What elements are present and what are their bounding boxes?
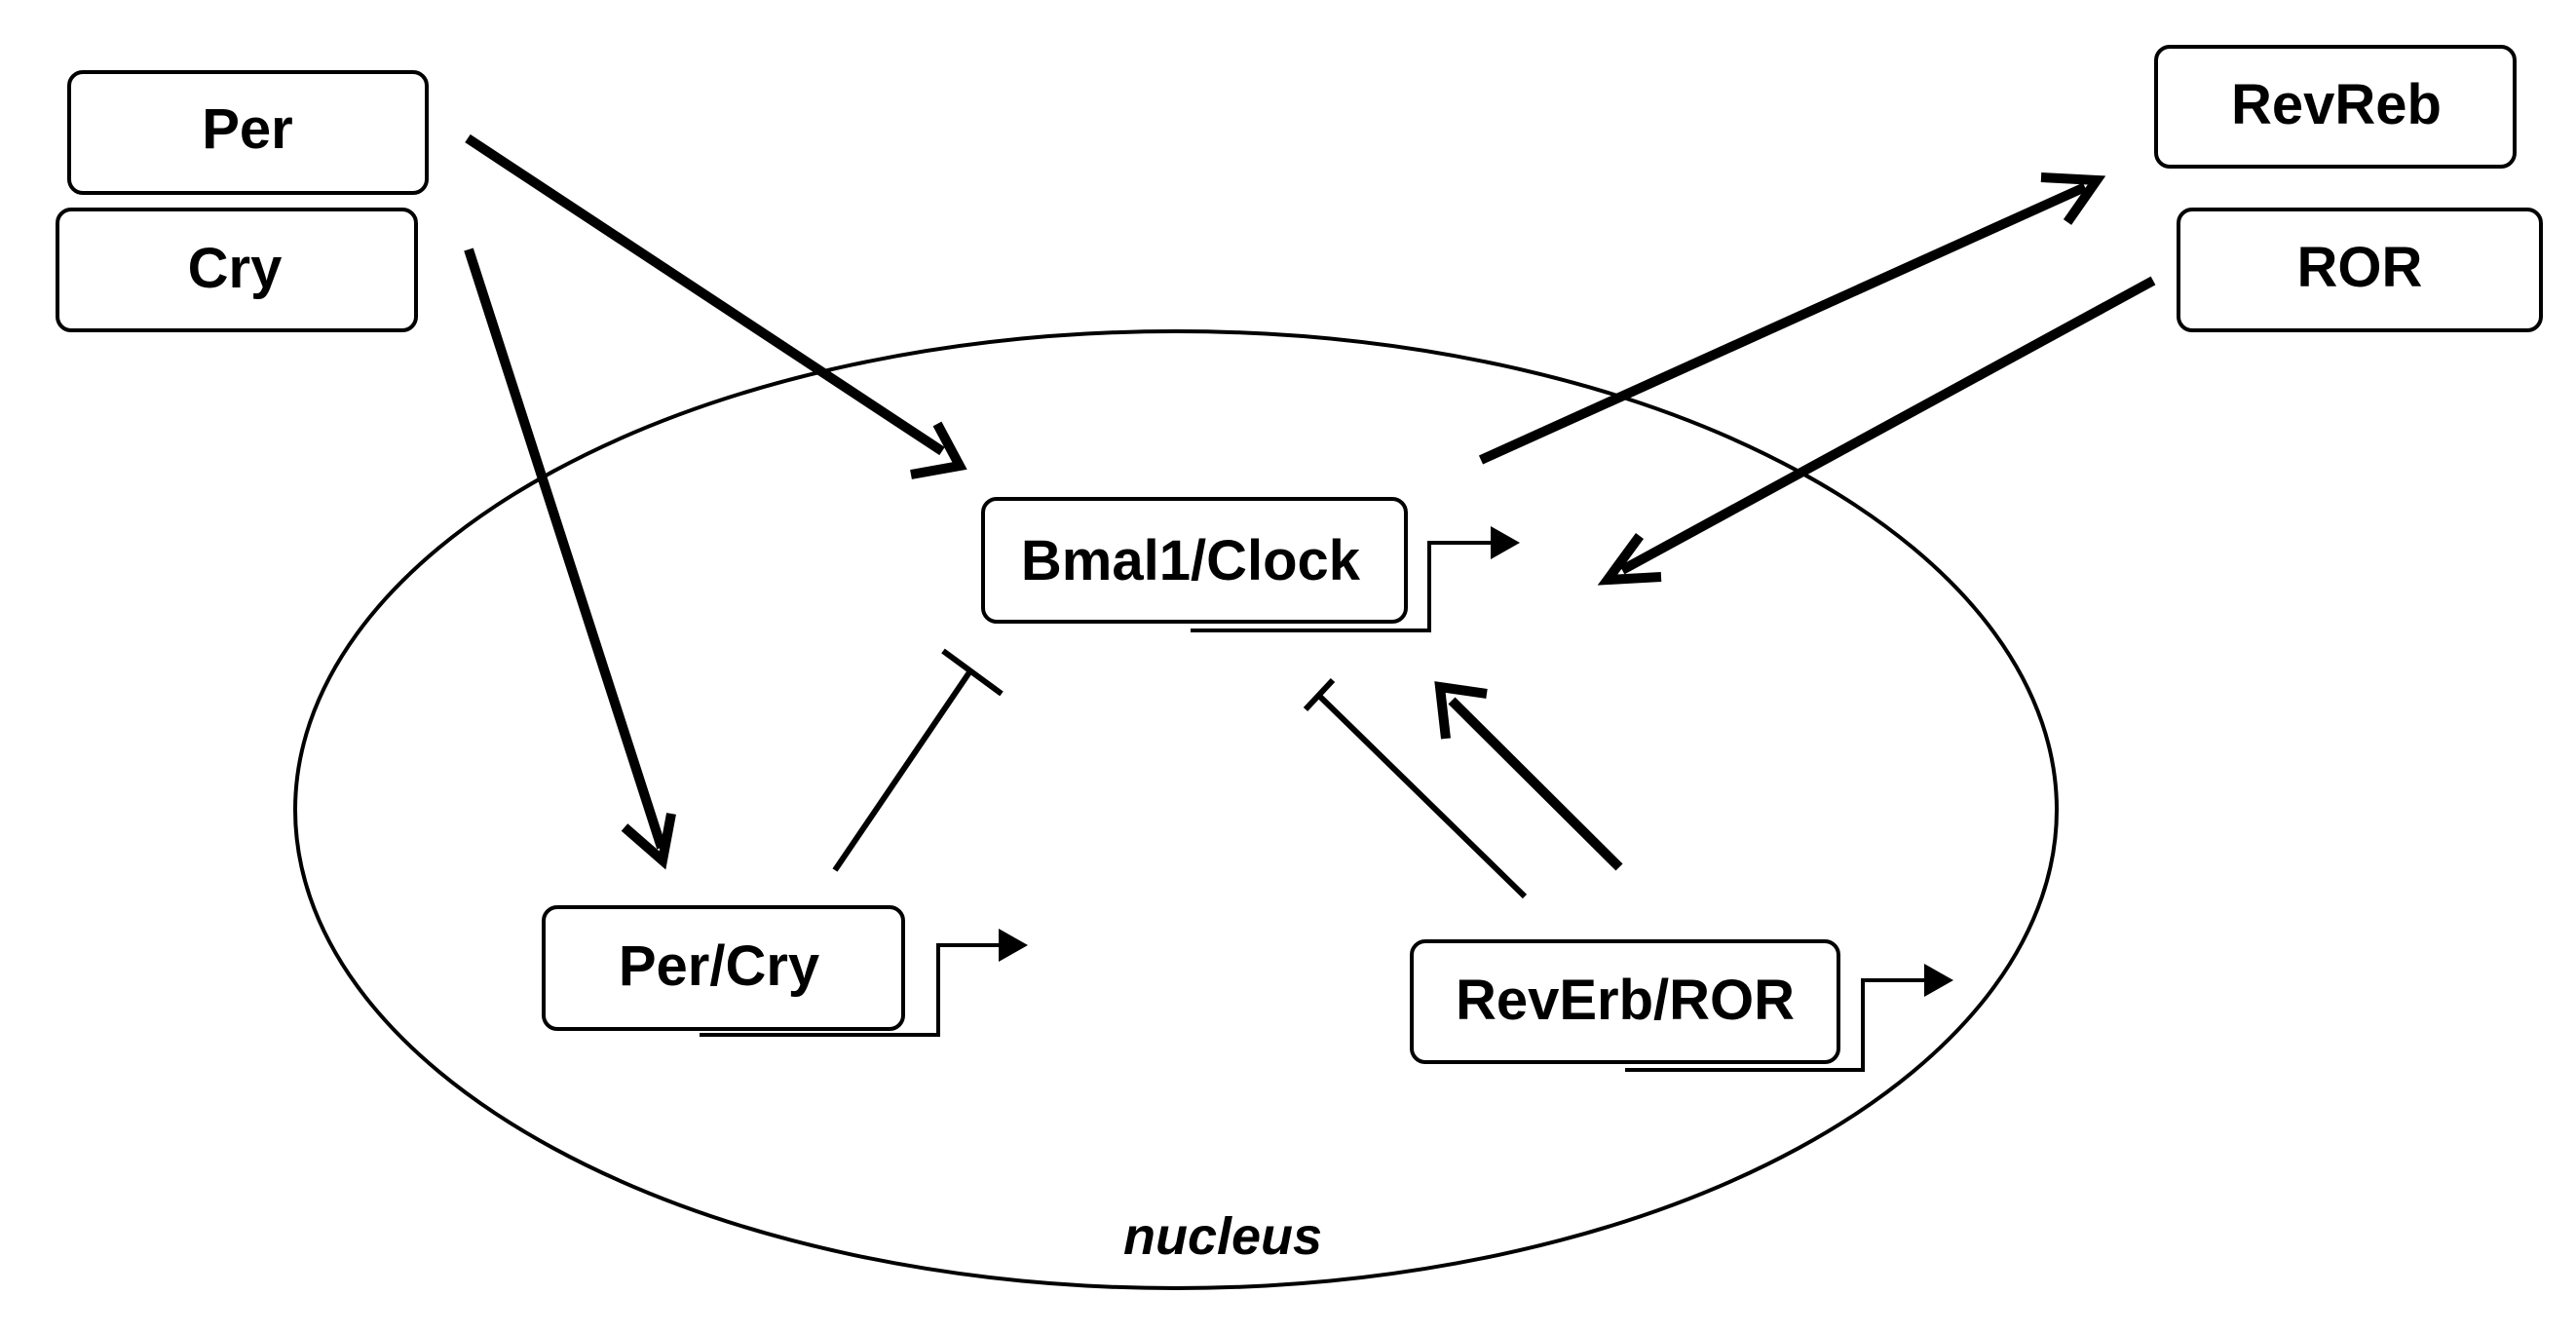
reverb-ror-inhibits-bmal-clock <box>1303 677 1528 899</box>
bmal-clock-to-revreb-arrow <box>1478 172 2106 465</box>
cry-label: Cry <box>188 237 283 300</box>
nucleus-label: nucleus <box>1123 1207 1322 1266</box>
bmal-clock-promoter-arrow <box>1191 526 1520 632</box>
bmal-clock-label: Bmal1/Clock <box>1021 529 1361 592</box>
reverb-ror-label: RevErb/ROR <box>1456 969 1795 1032</box>
per-cry-label: Per/Cry <box>619 934 819 998</box>
revreb-label: RevReb <box>2231 73 2442 136</box>
per-to-bmal-clock-arrow <box>465 133 967 479</box>
per-cry-promoter-arrow <box>700 929 1028 1037</box>
nucleus-ellipse <box>293 329 2059 1290</box>
cry-box: Cry <box>56 208 418 332</box>
per-cry-inhibits-bmal-clock <box>832 648 1004 872</box>
ror-to-bmal-clock-arrow <box>1597 276 2156 586</box>
ror-box: ROR <box>2177 208 2543 332</box>
reverb-ror-box: RevErb/ROR <box>1410 939 1840 1064</box>
per-cry-box: Per/Cry <box>542 905 905 1031</box>
bmal-clock-box: Bmal1/Clock <box>981 497 1408 624</box>
reverb-ror-promoter-arrow <box>1625 964 1953 1072</box>
revreb-box: RevReb <box>2154 45 2517 169</box>
per-box: Per <box>67 70 429 195</box>
ror-label: ROR <box>2297 236 2423 299</box>
per-label: Per <box>202 97 293 161</box>
reverb-ror-to-bmal-clock-arrow <box>1434 681 1623 871</box>
cry-to-per-cry-arrow <box>464 248 676 870</box>
